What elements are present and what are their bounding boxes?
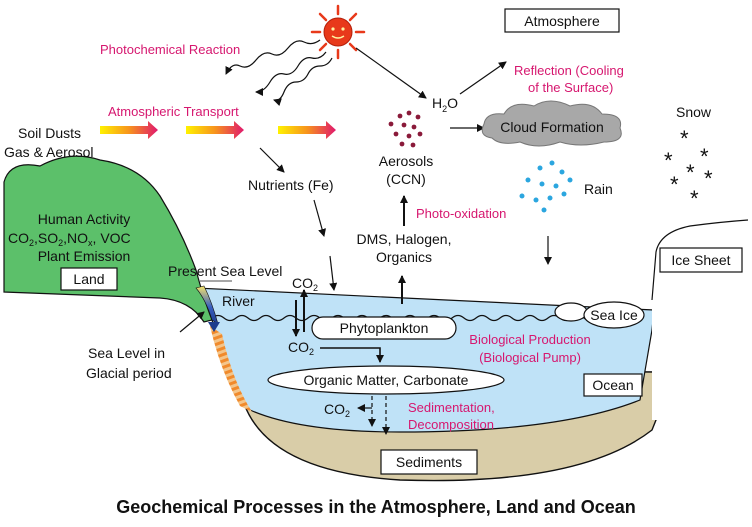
ice-sheet-label: Ice Sheet bbox=[671, 252, 730, 268]
dms-label-2: Organics bbox=[376, 249, 432, 265]
ice-sheet-edge bbox=[651, 219, 749, 301]
sediments-box bbox=[380, 449, 478, 475]
dms-label-1: DMS, Halogen, bbox=[357, 231, 452, 247]
h2o-label: H2O bbox=[432, 95, 458, 114]
sun-to-water-arrow bbox=[355, 47, 427, 99]
cloud-icon bbox=[481, 100, 622, 147]
cloud-formation-label: Cloud Formation bbox=[500, 119, 604, 135]
phyto-to-organic-arrow bbox=[320, 347, 384, 363]
land-box bbox=[60, 267, 118, 291]
human-activity-label: Human Activity bbox=[38, 211, 131, 227]
sea-ice-label: Sea Ice bbox=[590, 307, 638, 323]
glacial-sea-level-arrow bbox=[179, 311, 205, 333]
svg-text:*: * bbox=[690, 186, 699, 211]
bio-production-label-1: Biological Production bbox=[469, 332, 590, 347]
photochemical-reaction-label: Photochemical Reaction bbox=[100, 42, 240, 57]
river-label: River bbox=[222, 293, 255, 309]
bio-production-label-2: (Biological Pump) bbox=[479, 350, 581, 365]
present-sea-level-label: Present Sea Level bbox=[168, 263, 282, 279]
nutrients-to-co2-arrow bbox=[329, 255, 338, 291]
atmospheric-transport-arrows bbox=[100, 121, 336, 139]
co2-sediment-label: CO2 bbox=[324, 401, 350, 419]
aerosols-label: Aerosols bbox=[379, 153, 433, 169]
sun-icon bbox=[310, 4, 366, 60]
reflection-label-1: Reflection (Cooling bbox=[514, 63, 624, 78]
glacial-sea-level-label-1: Sea Level in bbox=[88, 345, 165, 361]
diagram-title: Geochemical Processes in the Atmosphere,… bbox=[116, 497, 636, 517]
photo-oxidation-label: Photo-oxidation bbox=[416, 206, 506, 221]
reflection-arrow bbox=[459, 61, 507, 95]
land-mass bbox=[3, 155, 213, 323]
organic-matter-ellipse bbox=[267, 365, 505, 395]
snow-icon: *** *** * bbox=[664, 126, 713, 211]
land-label: Land bbox=[73, 271, 104, 287]
river-arrowhead bbox=[208, 322, 220, 332]
phytoplankton-box bbox=[311, 316, 457, 340]
sea-ice-floe-small bbox=[554, 302, 588, 322]
emissions-label: CO2,SO2,NOx, VOC bbox=[8, 230, 131, 248]
photochem-ray-3 bbox=[273, 57, 333, 107]
svg-text:*: * bbox=[664, 148, 673, 173]
ccn-label: (CCN) bbox=[386, 171, 426, 187]
photochem-ray-2 bbox=[255, 51, 327, 96]
co2-atmosphere-label: CO2 bbox=[292, 275, 318, 293]
soil-dusts-label: Soil Dusts bbox=[18, 125, 81, 141]
sedimentation-label-2: Decomposition bbox=[408, 417, 494, 432]
rain-icon bbox=[519, 160, 573, 213]
ice-sheet-box bbox=[659, 247, 743, 273]
organic-matter-label: Organic Matter, Carbonate bbox=[304, 372, 469, 388]
sedimentation-label-1: Sedimentation, bbox=[408, 400, 495, 415]
plant-emission-label: Plant Emission bbox=[38, 248, 131, 264]
ocean-box bbox=[583, 373, 643, 397]
transport-to-nutrients-arrow bbox=[259, 147, 285, 173]
svg-text:*: * bbox=[680, 126, 689, 151]
rain-label: Rain bbox=[584, 181, 613, 197]
atmosphere-box bbox=[504, 8, 620, 33]
aerosol-icon bbox=[388, 110, 423, 148]
co2-ocean-label: CO2 bbox=[288, 339, 314, 357]
svg-text:*: * bbox=[670, 172, 679, 197]
atmosphere-label: Atmosphere bbox=[524, 13, 600, 29]
snow-label: Snow bbox=[676, 104, 712, 120]
glacial-sea-level-label-2: Glacial period bbox=[86, 365, 172, 381]
svg-text:*: * bbox=[704, 166, 713, 191]
reflection-label-2: of the Surface) bbox=[528, 80, 613, 95]
nutrients-label: Nutrients (Fe) bbox=[248, 177, 334, 193]
phytoplankton-label: Phytoplankton bbox=[340, 320, 429, 336]
svg-text:*: * bbox=[686, 160, 695, 185]
svg-text:*: * bbox=[700, 144, 709, 169]
sediments-label: Sediments bbox=[396, 454, 462, 470]
ocean-label: Ocean bbox=[592, 377, 633, 393]
atmospheric-transport-label: Atmospheric Transport bbox=[108, 104, 239, 119]
glacial-shelf bbox=[210, 326, 252, 412]
nutrients-down-arrow bbox=[313, 199, 326, 237]
sea-ice-floe bbox=[583, 301, 645, 329]
gas-aerosol-label: Gas & Aerosol bbox=[4, 144, 94, 160]
photochem-ray-1 bbox=[225, 39, 321, 75]
